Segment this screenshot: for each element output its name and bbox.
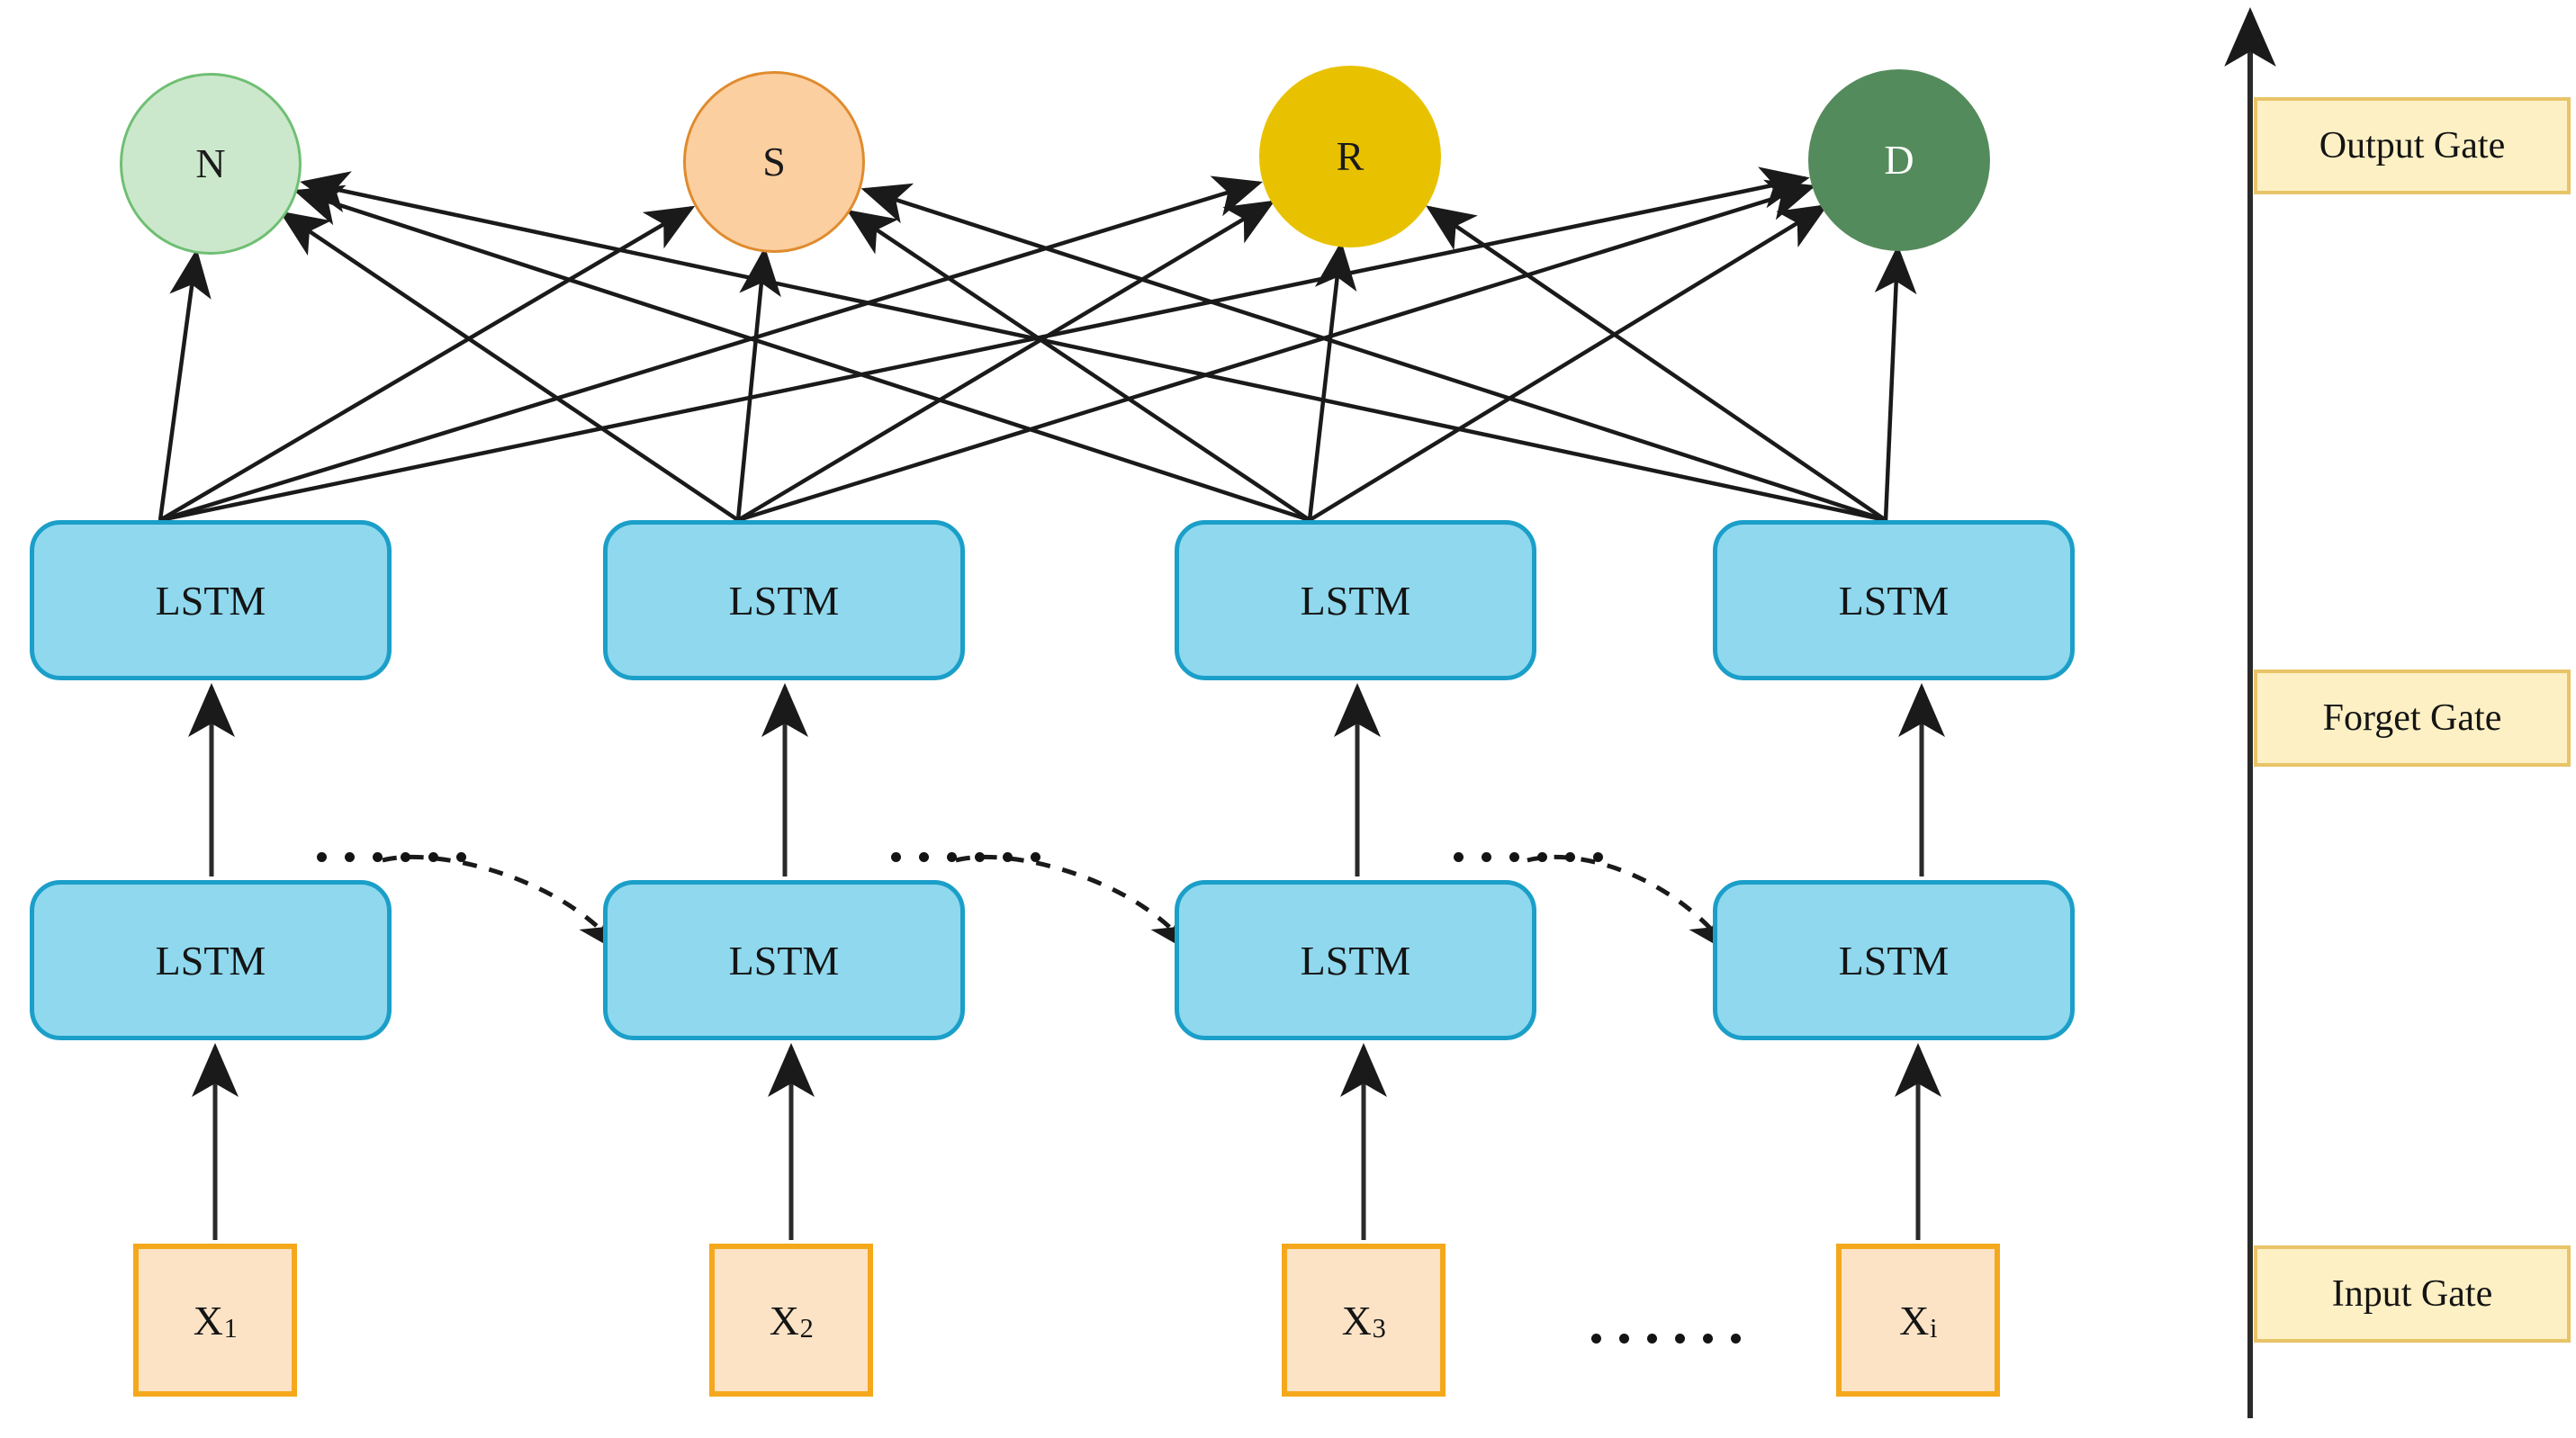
dense-edge-lstm3-to-r: [1307, 240, 1357, 521]
lower-lstm-layer-cell-1: LSTM: [30, 880, 392, 1040]
dense-connection-edges: [158, 166, 1917, 523]
recurrent-edge-1-to-2: [382, 854, 622, 955]
input-label-subscript: i: [1929, 1312, 1938, 1344]
gate-label: Forget Gate: [2322, 697, 2502, 739]
recurrent-edge-3-to-4: [1527, 854, 1732, 955]
input-label-subscript: 2: [799, 1312, 814, 1344]
dense-edge-lstm1-to-r: [159, 175, 1263, 523]
input-label-base: X: [1341, 1297, 1373, 1344]
output-node-s: S: [683, 71, 865, 253]
upper-lstm-layer-cell-2: LSTM: [603, 520, 965, 680]
input-label-subscript: 1: [223, 1312, 238, 1344]
dense-edge-lstm2-to-r: [736, 200, 1275, 522]
input-label-subscript: 3: [1372, 1312, 1386, 1344]
dense-edge-lstm4-to-r: [1426, 205, 1887, 522]
ellipsis-dot: [1703, 1334, 1713, 1344]
upper-lstm-layer-cell-4: LSTM: [1713, 520, 2075, 680]
dense-edge-lstm2-to-n: [279, 211, 740, 522]
ellipsis-dot: [1003, 852, 1013, 862]
ellipsis-dot: [428, 852, 438, 862]
output-node-n: N: [120, 73, 302, 255]
ellipsis-dot: [1591, 1334, 1601, 1344]
ellipsis-dot: [1031, 852, 1040, 862]
dense-edge-lstm3-to-s: [846, 209, 1311, 522]
output-node-label: S: [762, 139, 786, 184]
ellipsis-dot: [1619, 1334, 1629, 1344]
gate-label: Input Gate: [2331, 1273, 2493, 1315]
input-label-base: X: [1899, 1297, 1930, 1344]
ellipsis-dot: [1593, 852, 1603, 862]
recurrent-ellipsis-2: [891, 852, 1040, 862]
ellipsis-dot: [975, 852, 985, 862]
ellipsis-dot: [1509, 852, 1519, 862]
ellipsis-dot: [1454, 852, 1464, 862]
input-label-base: X: [769, 1297, 800, 1344]
dense-edge-lstm1-to-s: [158, 205, 696, 522]
lstm-label: LSTM: [728, 937, 840, 984]
dense-edge-lstm2-to-s: [735, 247, 781, 521]
upper-lstm-layer-cell-3: LSTM: [1175, 520, 1536, 680]
ellipsis-dot: [1537, 852, 1547, 862]
lstm-label: LSTM: [728, 577, 840, 624]
lower-lstm-layer-cell-2: LSTM: [603, 880, 965, 1040]
output-node-label: R: [1336, 133, 1365, 179]
upper-lstm-layer-cell-1: LSTM: [30, 520, 392, 680]
ellipsis-dot: [401, 852, 410, 862]
ellipsis-dot: [456, 852, 466, 862]
ellipsis-dot: [373, 852, 383, 862]
gate-label: Output Gate: [2319, 125, 2506, 166]
output-node-r: R: [1259, 66, 1441, 247]
output-node-label: D: [1884, 137, 1914, 183]
ellipsis-dot: [919, 852, 929, 862]
lstm-label: LSTM: [1300, 937, 1411, 984]
gate-box-forget-gate: Forget Gate: [2254, 670, 2571, 767]
feedforward-edges: [188, 683, 1946, 1240]
recurrent-ellipsis-1: [317, 852, 466, 862]
gate-box-input-gate: Input Gate: [2254, 1245, 2571, 1343]
dense-edge-lstm3-to-d: [1308, 203, 1829, 522]
lower-lstm-layer-cell-3: LSTM: [1175, 880, 1536, 1040]
lower-lstm-layer-cell-4: LSTM: [1713, 880, 2075, 1040]
dense-edge-lstm4-to-n: [300, 171, 1887, 523]
dense-edge-lstm2-to-d: [737, 179, 1816, 523]
ellipsis-dot: [947, 852, 957, 862]
output-node-label: N: [195, 140, 226, 186]
dense-edge-lstm4-to-d: [1874, 245, 1917, 521]
recurrent-edge-2-to-3: [955, 854, 1193, 955]
ellipsis-dot: [1482, 852, 1491, 862]
ellipsis-dot: [1675, 1334, 1685, 1344]
ellipsis-dot: [1565, 852, 1575, 862]
lstm-label: LSTM: [155, 937, 266, 984]
gate-box-output-gate: Output Gate: [2254, 97, 2571, 194]
lstm-label: LSTM: [155, 577, 266, 624]
ellipsis-dot: [345, 852, 355, 862]
lstm-label: LSTM: [1838, 937, 1950, 984]
output-node-d: D: [1808, 69, 1990, 251]
recurrent-ellipsis-3: [1454, 852, 1603, 862]
ellipsis-dot: [1647, 1334, 1657, 1344]
dense-edge-lstm1-to-d: [159, 166, 1810, 523]
dense-edge-lstm1-to-n: [158, 248, 212, 521]
ellipsis-dot: [1731, 1334, 1741, 1344]
input-sequence-ellipsis: [1591, 1334, 1741, 1344]
lstm-label: LSTM: [1300, 577, 1411, 624]
ellipsis-dot: [317, 852, 327, 862]
ellipsis-dot: [891, 852, 901, 862]
input-label-base: X: [193, 1297, 224, 1344]
lstm-label: LSTM: [1838, 577, 1950, 624]
